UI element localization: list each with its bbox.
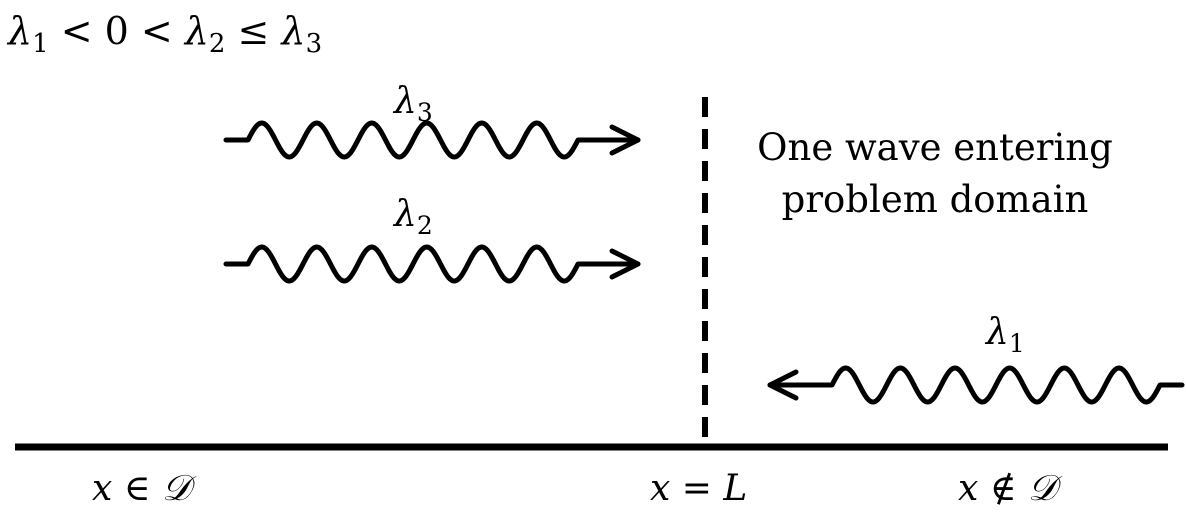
boundary-rel: = <box>670 468 723 509</box>
wave-3-symbol: λ <box>392 81 417 122</box>
annotation-line-2: problem domain <box>782 178 1089 221</box>
outside-var: x <box>958 468 978 509</box>
outside-rel: ∉ <box>978 468 1028 509</box>
wave-3-arrowhead <box>609 124 641 156</box>
wave-2-subscript: 2 <box>417 211 433 240</box>
boundary-var: x <box>650 468 670 509</box>
outside-domain-label: x ∉ 𝒟 <box>958 468 1063 509</box>
outside-set: 𝒟 <box>1028 468 1063 509</box>
wave-2-squiggle <box>223 244 641 284</box>
wave-1-label: λ1 <box>984 312 1025 358</box>
wave-3-label: λ3 <box>392 81 433 127</box>
lambda-3-sub: 3 <box>306 29 323 59</box>
inside-rel: ∈ <box>112 468 162 509</box>
lambda-1-sub: 1 <box>32 29 49 59</box>
lt-zero-lt: < 0 < <box>49 9 185 53</box>
wave-1-subscript: 1 <box>1009 329 1025 358</box>
wave-1-arrowhead <box>767 369 799 401</box>
lambda-1: λ <box>6 9 32 53</box>
eigenvalue-ordering: λ1 < 0 < λ2 ≤ λ3 <box>6 9 322 59</box>
lambda-2-sub: 2 <box>209 29 226 59</box>
inside-set: 𝒟 <box>162 468 197 509</box>
wave-3-squiggle <box>223 120 641 160</box>
wave-2-symbol: λ <box>392 194 417 235</box>
lambda-2: λ <box>183 9 209 53</box>
wave-2-arrowhead <box>609 248 641 280</box>
annotation-line-1: One wave entering <box>757 126 1113 169</box>
le-sign: ≤ <box>225 9 281 53</box>
boundary-val: L <box>722 468 747 509</box>
lambda-3: λ <box>279 9 305 53</box>
wave-1-symbol: λ <box>984 312 1009 353</box>
inside-var: x <box>92 468 112 509</box>
wave-2-label: λ2 <box>392 194 433 240</box>
wave-3-subscript: 3 <box>417 98 433 127</box>
inside-domain-label: x ∈ 𝒟 <box>92 468 197 509</box>
wave-1-squiggle <box>767 365 1185 405</box>
boundary-label: x = L <box>650 468 747 509</box>
